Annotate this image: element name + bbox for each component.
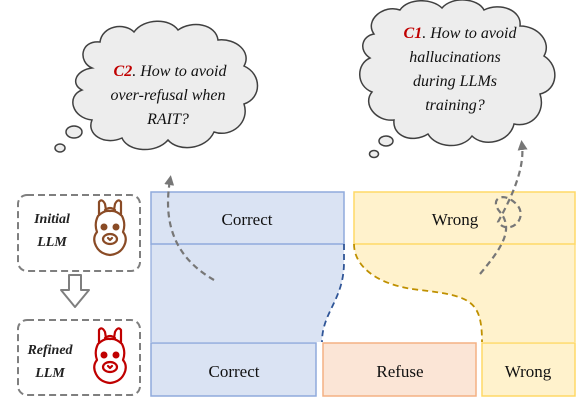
challenge-c2-text1: . How to avoid bbox=[132, 63, 227, 80]
challenge-c1-line1: C1. How to avoid bbox=[404, 25, 518, 42]
refined-correct-label: Correct bbox=[209, 362, 260, 381]
refined-wrong-label: Wrong bbox=[505, 362, 552, 381]
initial-wrong-label: Wrong bbox=[432, 210, 479, 229]
refined-refuse-bar: Refuse bbox=[322, 342, 477, 397]
initial-correct-label: Correct bbox=[222, 210, 273, 229]
initial-llm-label-line1: Initial bbox=[33, 212, 70, 227]
wrong-flow-region bbox=[354, 244, 575, 342]
challenge-c2-line1: C2. How to avoid bbox=[114, 63, 228, 80]
challenge-c1-line4: training? bbox=[425, 97, 485, 114]
initial-llm-label-line2: LLM bbox=[36, 235, 67, 250]
wrong-boundary-curve bbox=[353, 243, 483, 343]
challenge-c2-cloud: C2. How to avoid over-refusal when RAIT? bbox=[54, 20, 259, 153]
correct-boundary-curve bbox=[321, 244, 345, 343]
refined-refuse-label: Refuse bbox=[376, 362, 423, 381]
challenge-c2-line3: RAIT? bbox=[146, 111, 189, 128]
initial-llm-box: Initial LLM bbox=[17, 194, 141, 272]
challenge-c1-line2: hallucinations bbox=[409, 49, 501, 66]
initial-correct-bar: Correct bbox=[150, 191, 345, 245]
challenge-c2-tag: C2 bbox=[114, 63, 133, 80]
initial-llama-icon bbox=[93, 199, 127, 257]
refined-wrong-bar: Wrong bbox=[481, 342, 576, 397]
initial-wrong-bar: Wrong bbox=[353, 191, 576, 245]
refined-llama-icon bbox=[93, 327, 127, 385]
refined-llm-label-line2: LLM bbox=[34, 366, 65, 381]
correct-flow-region bbox=[151, 244, 344, 342]
refined-llm-box: Refined LLM bbox=[17, 319, 141, 396]
challenge-c1-tag: C1 bbox=[404, 25, 423, 42]
challenge-c1-cloud: C1. How to avoid hallucinations during L… bbox=[359, 0, 556, 159]
challenge-c1-text1: . How to avoid bbox=[422, 25, 517, 42]
challenge-c2-line2: over-refusal when bbox=[110, 87, 225, 104]
challenge-c1-line3: during LLMs bbox=[413, 73, 497, 90]
down-arrow-icon bbox=[60, 274, 90, 308]
refined-correct-bar: Correct bbox=[150, 342, 317, 397]
refined-llm-label-line1: Refined bbox=[26, 343, 73, 358]
c1-pointer-arrow bbox=[479, 140, 528, 275]
